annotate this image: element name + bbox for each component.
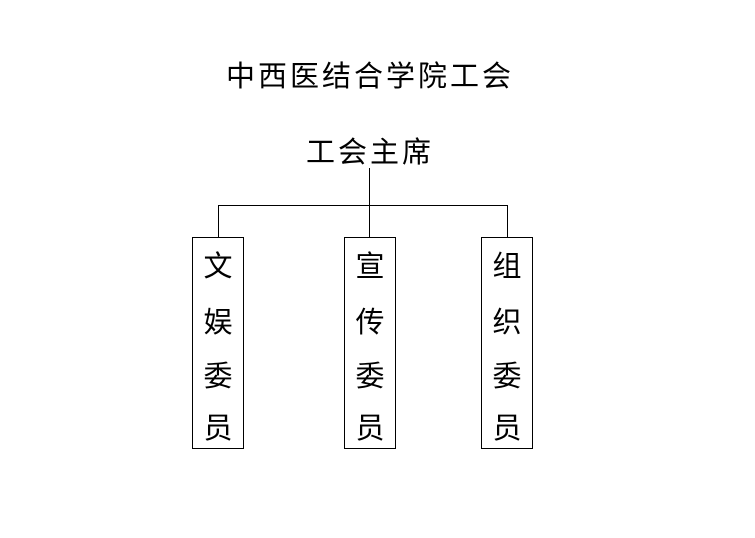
connector-trunk bbox=[369, 168, 370, 237]
committee-char: 员 bbox=[492, 411, 522, 445]
committee-char: 宣 bbox=[355, 249, 385, 283]
connector-left bbox=[218, 205, 219, 237]
committee-box-entertainment: 文 娱 委 员 bbox=[192, 237, 244, 449]
committee-char: 文 bbox=[203, 249, 233, 283]
committee-char: 委 bbox=[203, 359, 233, 393]
committee-char: 传 bbox=[355, 305, 385, 339]
committee-char: 组 bbox=[492, 249, 522, 283]
committee-box-publicity: 宣 传 委 员 bbox=[344, 237, 396, 449]
committee-char: 织 bbox=[492, 305, 522, 339]
connector-right bbox=[507, 205, 508, 237]
connector-bar bbox=[218, 205, 508, 206]
org-title: 中西医结合学院工会 bbox=[225, 59, 514, 93]
committee-char: 员 bbox=[203, 411, 233, 445]
committee-box-organization: 组 织 委 员 bbox=[481, 237, 533, 449]
chair-node: 工会主席 bbox=[305, 135, 434, 169]
committee-char: 员 bbox=[355, 411, 385, 445]
committee-char: 娱 bbox=[203, 305, 233, 339]
committee-char: 委 bbox=[492, 359, 522, 393]
committee-char: 委 bbox=[355, 359, 385, 393]
